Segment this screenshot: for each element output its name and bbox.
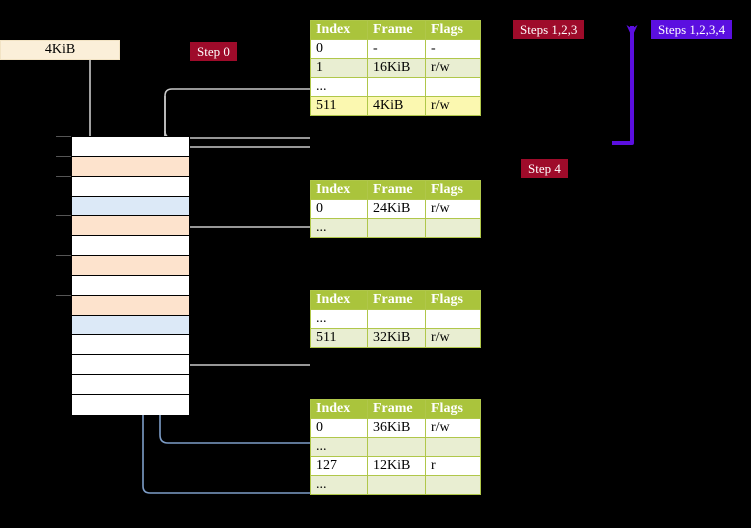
memory-row-13 bbox=[72, 394, 189, 415]
cell-index: 0 bbox=[310, 39, 368, 59]
cell-flags bbox=[425, 218, 481, 238]
memory-row-2 bbox=[72, 176, 189, 197]
column-header-flags: Flags bbox=[425, 180, 481, 200]
grid-tick bbox=[56, 176, 71, 177]
cell-index: ... bbox=[310, 77, 368, 97]
column-header-flags: Flags bbox=[425, 290, 481, 310]
cell-index: 511 bbox=[310, 328, 368, 348]
cell-flags bbox=[425, 309, 481, 329]
column-header-index: Index bbox=[310, 399, 368, 419]
cell-index: 0 bbox=[310, 418, 368, 438]
memory-row-10 bbox=[72, 335, 189, 356]
memory-size-label: 4KiB bbox=[44, 42, 76, 57]
memory-row-3 bbox=[72, 196, 189, 217]
cell-flags bbox=[425, 475, 481, 495]
memory-row-0 bbox=[72, 137, 189, 157]
cell-flags: r/w bbox=[425, 199, 481, 219]
column-header-flags: Flags bbox=[425, 399, 481, 419]
table-row: ... bbox=[310, 309, 481, 329]
cell-flags: r/w bbox=[425, 58, 481, 78]
cell-frame: 12KiB bbox=[367, 456, 426, 476]
cell-frame bbox=[367, 77, 426, 97]
cell-frame: 24KiB bbox=[367, 199, 426, 219]
table-row: ... bbox=[310, 218, 481, 238]
badge-step-0: Step 0 bbox=[190, 42, 237, 61]
cell-flags: r/w bbox=[425, 418, 481, 438]
column-header-frame: Frame bbox=[367, 20, 426, 40]
cell-flags: r/w bbox=[425, 328, 481, 348]
cell-frame bbox=[367, 437, 426, 457]
grid-tick bbox=[56, 215, 71, 216]
cell-frame: 36KiB bbox=[367, 418, 426, 438]
cell-flags bbox=[425, 437, 481, 457]
grid-tick bbox=[56, 295, 71, 296]
cell-index: ... bbox=[310, 475, 368, 495]
grid-tick bbox=[56, 255, 71, 256]
cell-index: 127 bbox=[310, 456, 368, 476]
cell-index: 1 bbox=[310, 58, 368, 78]
cell-frame bbox=[367, 218, 426, 238]
cell-frame bbox=[367, 475, 426, 495]
grid-tick bbox=[56, 156, 71, 157]
cell-index: ... bbox=[310, 437, 368, 457]
memory-row-1 bbox=[72, 156, 189, 177]
cell-index: 511 bbox=[310, 96, 368, 116]
memory-row-11 bbox=[72, 355, 189, 376]
cell-frame: 16KiB bbox=[367, 58, 426, 78]
cell-flags: r bbox=[425, 456, 481, 476]
badge-steps-123: Steps 1,2,3 bbox=[513, 20, 585, 39]
column-header-frame: Frame bbox=[367, 290, 426, 310]
table-row: ... bbox=[310, 475, 481, 495]
table-row: ... bbox=[310, 437, 481, 457]
memory-row-9 bbox=[72, 315, 189, 336]
column-header-index: Index bbox=[310, 20, 368, 40]
cell-index: ... bbox=[310, 218, 368, 238]
column-header-index: Index bbox=[310, 180, 368, 200]
column-header-index: Index bbox=[310, 290, 368, 310]
memory-row-8 bbox=[72, 295, 189, 316]
cell-frame: 4KiB bbox=[367, 96, 426, 116]
cell-flags: r/w bbox=[425, 96, 481, 116]
table-row: ... bbox=[310, 77, 481, 97]
cell-frame: 32KiB bbox=[367, 328, 426, 348]
cell-index: 0 bbox=[310, 199, 368, 219]
memory-size-box: 4KiB bbox=[0, 40, 120, 60]
memory-row-6 bbox=[72, 256, 189, 276]
cell-flags bbox=[425, 77, 481, 97]
memory-grid bbox=[71, 136, 190, 415]
cell-frame bbox=[367, 309, 426, 329]
badge-steps-1234: Steps 1,2,3,4 bbox=[651, 20, 733, 39]
memory-row-5 bbox=[72, 236, 189, 257]
cell-frame: - bbox=[367, 39, 426, 59]
grid-tick bbox=[56, 136, 71, 137]
memory-row-12 bbox=[72, 375, 189, 395]
column-header-frame: Frame bbox=[367, 180, 426, 200]
memory-row-7 bbox=[72, 275, 189, 296]
column-header-flags: Flags bbox=[425, 20, 481, 40]
column-header-frame: Frame bbox=[367, 399, 426, 419]
cell-flags: - bbox=[425, 39, 481, 59]
memory-row-4 bbox=[72, 216, 189, 237]
table-row: 0-- bbox=[310, 39, 481, 59]
cell-index: ... bbox=[310, 309, 368, 329]
badge-step-4: Step 4 bbox=[521, 159, 568, 178]
